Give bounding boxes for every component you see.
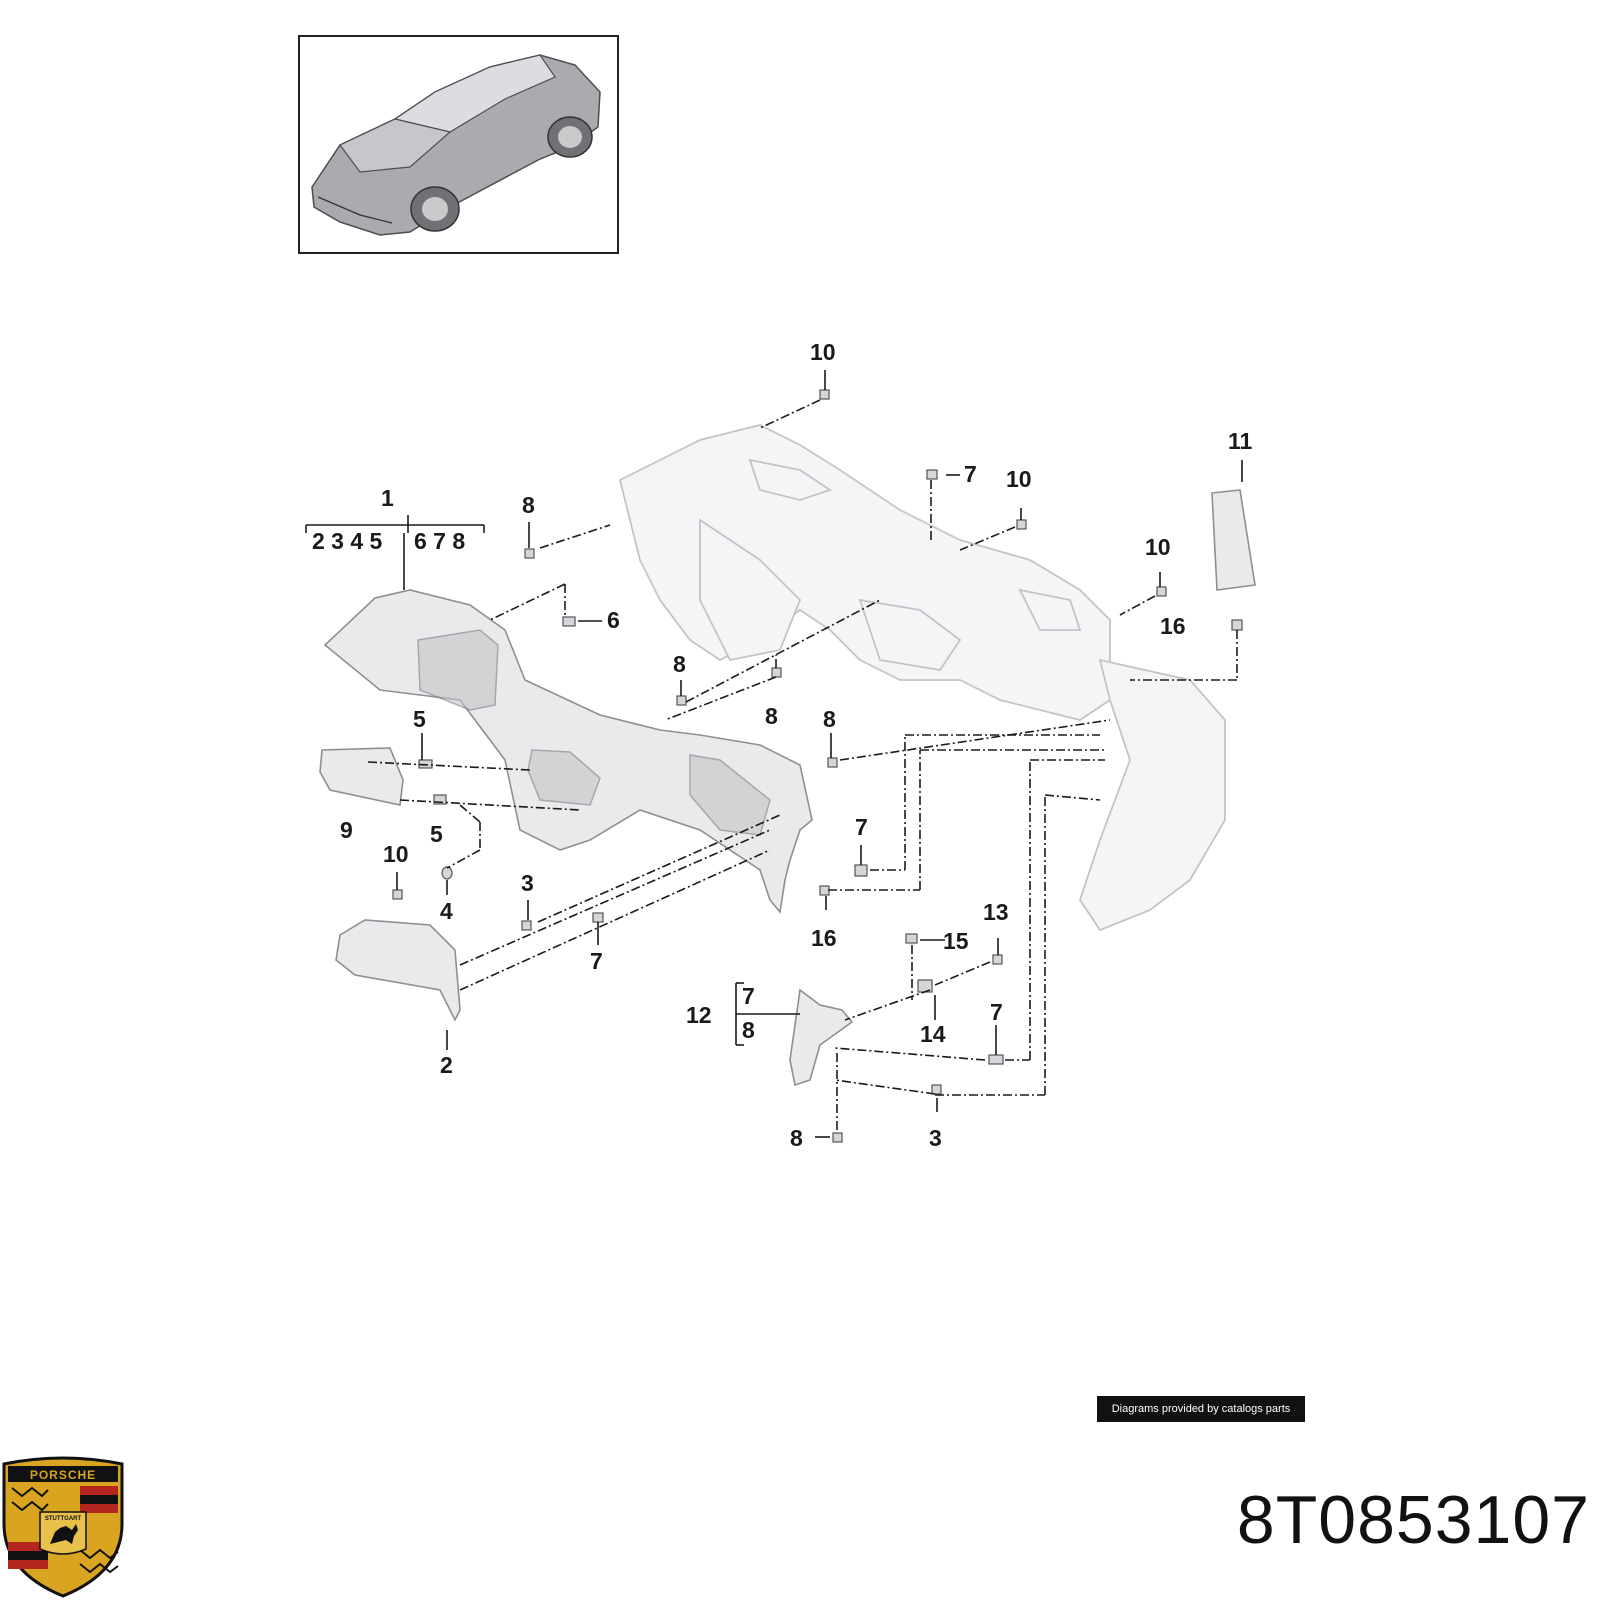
cover-cap-part bbox=[335, 919, 461, 1022]
dash-carrier-frame bbox=[618, 424, 1226, 932]
callout-1: 1 bbox=[381, 485, 394, 511]
callout-14: 14 bbox=[920, 1021, 946, 1047]
callout-labels: 10 11 7 10 1 8 2 3 4 5 6 7 8 10 6 16 8 8… bbox=[312, 339, 1253, 1151]
fasteners bbox=[392, 389, 1243, 1143]
callout-5: 5 bbox=[413, 706, 426, 732]
callout-7: 7 bbox=[855, 814, 868, 840]
callout-12: 12 bbox=[686, 1002, 712, 1028]
callout-6: 6 bbox=[607, 607, 620, 633]
callout-16: 16 bbox=[811, 925, 837, 951]
callout-7: 7 bbox=[742, 983, 755, 1009]
callout-3: 3 bbox=[521, 870, 534, 896]
callout-7: 7 bbox=[964, 461, 977, 487]
callout-group: 2 3 4 5 bbox=[312, 528, 383, 554]
callout-3: 3 bbox=[929, 1125, 942, 1151]
side-trim-strip-part bbox=[1211, 489, 1256, 591]
callout-8: 8 bbox=[823, 706, 836, 732]
callout-4: 4 bbox=[440, 898, 453, 924]
crest-quarters bbox=[8, 1486, 119, 1574]
lower-bracket-part bbox=[789, 988, 854, 1087]
callout-9: 9 bbox=[340, 817, 353, 843]
diagram-credit: Diagrams provided by catalogs parts bbox=[1097, 1396, 1305, 1422]
callout-8: 8 bbox=[673, 651, 686, 677]
crest-brand-text: PORSCHE bbox=[30, 1468, 96, 1482]
porsche-crest-icon: PORSCHE STUTTGART bbox=[2, 1456, 124, 1598]
callout-8: 8 bbox=[765, 703, 778, 729]
crest-city-text: STUTTGART bbox=[45, 1516, 82, 1522]
callout-10: 10 bbox=[1006, 466, 1032, 492]
callout-group: 6 7 8 bbox=[414, 528, 465, 554]
callout-16: 16 bbox=[1160, 613, 1186, 639]
callout-13: 13 bbox=[983, 899, 1009, 925]
callout-7: 7 bbox=[590, 948, 603, 974]
callout-10: 10 bbox=[383, 841, 409, 867]
callout-8: 8 bbox=[790, 1125, 803, 1151]
callout-5: 5 bbox=[430, 821, 443, 847]
car-overview-icon bbox=[311, 54, 601, 236]
part-number: 8T0853107 bbox=[1236, 1482, 1590, 1558]
callout-2: 2 bbox=[440, 1052, 453, 1078]
leader-lines bbox=[305, 370, 1243, 1138]
callout-8: 8 bbox=[522, 492, 535, 518]
callout-10: 10 bbox=[810, 339, 836, 365]
dashboard-panel-part bbox=[323, 589, 813, 914]
callout-8: 8 bbox=[742, 1017, 755, 1043]
callout-15: 15 bbox=[943, 928, 969, 954]
callout-11: 11 bbox=[1228, 428, 1253, 454]
overview-thumbnail bbox=[298, 35, 619, 254]
callout-7: 7 bbox=[990, 999, 1003, 1025]
callout-10: 10 bbox=[1145, 534, 1171, 560]
trim-badge-part bbox=[319, 747, 404, 806]
